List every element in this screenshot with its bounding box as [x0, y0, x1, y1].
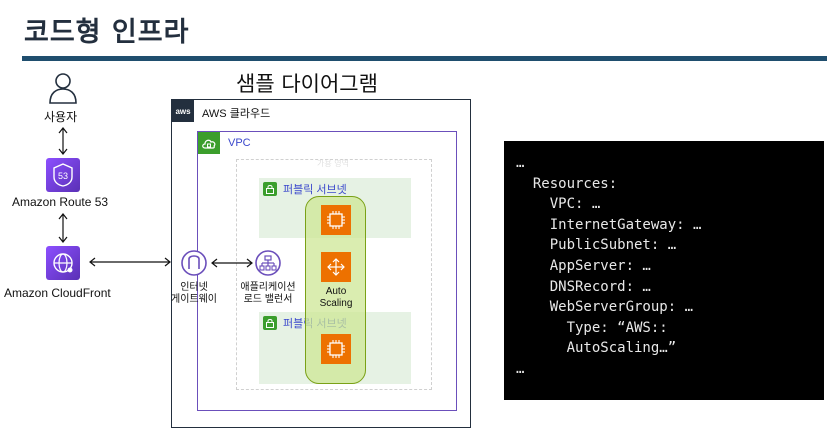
ec2-instance-icon	[321, 334, 351, 364]
arrow-igw-alb	[211, 258, 253, 268]
az-label: 가용 영역	[317, 159, 349, 168]
vpc-label: VPC	[228, 137, 251, 149]
code-line: Type: “AWS::	[516, 319, 668, 336]
arrow-user-route53	[58, 127, 68, 155]
aws-logo: aws	[172, 100, 194, 122]
user-icon	[49, 73, 77, 104]
route53-badge: 53	[58, 171, 68, 181]
code-line: InternetGateway: …	[516, 216, 702, 233]
arrow-cloudfront-igw	[89, 257, 171, 267]
lock-icon	[263, 182, 277, 196]
route53-label: Amazon Route 53	[12, 195, 109, 209]
load-balancer-icon	[255, 250, 281, 276]
auto-scaling-label-line2: Scaling	[319, 298, 353, 309]
aws-cloud-label: AWS 클라우드	[202, 108, 271, 120]
code-line: PublicSubnet: …	[516, 237, 677, 254]
code-panel: … Resources: VPC: … InternetGateway: … P…	[504, 141, 824, 400]
code-line: VPC: …	[516, 196, 601, 213]
code-line: WebServerGroup: …	[516, 299, 694, 316]
igw-label-line1: 인터넷	[180, 282, 208, 293]
user-label: 사용자	[44, 110, 78, 124]
auto-scaling-label-line1: Auto	[325, 286, 347, 297]
cloudfront-icon	[46, 246, 80, 280]
diagram-title: 샘플 다이어그램	[236, 72, 378, 96]
auto-scaling-icon	[321, 252, 351, 282]
title-divider	[22, 56, 827, 61]
public-subnet-1-label: 퍼블릭 서브넷	[283, 184, 347, 196]
code-line: DNSRecord: …	[516, 278, 651, 295]
load-balancer-label: 애플리케이션 로드 밸런서	[232, 282, 304, 306]
alb-label-line2: 로드 밸런서	[243, 294, 293, 305]
vpc-cloud-icon	[198, 132, 220, 154]
code-line: AppServer: …	[516, 258, 651, 274]
route53-icon: 53	[46, 158, 80, 192]
alb-label-line1: 애플리케이션	[240, 282, 296, 293]
igw-label-line2: 게이트웨이	[171, 294, 217, 305]
cloudfront-label: Amazon CloudFront	[4, 286, 111, 300]
arrow-route53-cloudfront	[58, 213, 68, 243]
aws-cloud-group: aws AWS 클라우드	[171, 99, 471, 428]
internet-gateway-icon	[181, 250, 207, 276]
availability-zone: 가용 영역	[236, 159, 432, 390]
code-line: …	[516, 155, 525, 171]
code-line: …	[516, 361, 525, 377]
auto-scaling-label: Auto Scaling	[311, 286, 361, 310]
code-line: AutoScaling…”	[516, 340, 677, 357]
code-line: Resources:	[516, 175, 618, 192]
page-title: 코드형 인프라	[24, 17, 190, 48]
internet-gateway-label: 인터넷 게이트웨이	[164, 282, 224, 306]
lock-icon	[263, 316, 277, 330]
ec2-instance-icon	[321, 205, 351, 235]
